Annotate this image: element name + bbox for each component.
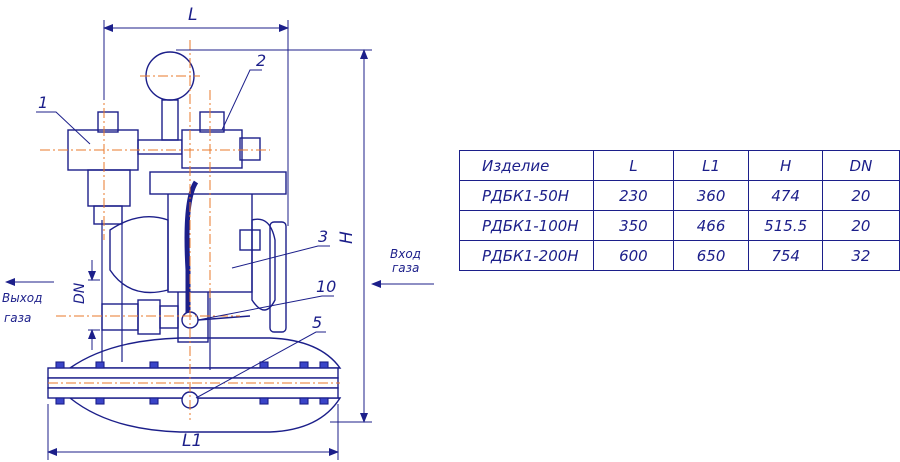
dimension-lines [47, 20, 372, 460]
cell-l1: 650 [672, 240, 750, 271]
cell-h: 474 [748, 180, 823, 211]
callout-2: 2 [256, 51, 266, 70]
callout-5: 5 [312, 313, 322, 332]
dim-dn: DN [72, 282, 88, 304]
cell-product: РДБК1-200Н [458, 240, 595, 271]
cell-product: РДБК1-50Н [458, 180, 595, 211]
cell-l: 600 [593, 240, 674, 271]
cell-dn: 20 [821, 180, 900, 211]
header-h: H [748, 150, 823, 181]
center-lines [40, 40, 340, 420]
spec-table: Изделие L L1 H DN РДБК1-50Н 230 360 474 … [458, 150, 900, 271]
impulse-tube [184, 180, 199, 320]
cell-dn: 20 [821, 210, 900, 241]
header-dn: DN [821, 150, 900, 181]
cell-h: 754 [748, 240, 823, 271]
header-l: L [593, 150, 674, 181]
cell-dn: 32 [821, 240, 900, 271]
callout-3: 3 [318, 227, 328, 246]
cell-l: 230 [593, 180, 674, 211]
outlet-label-line2: газа [4, 311, 31, 325]
callout-1: 1 [38, 93, 48, 112]
valve-10 [181, 311, 251, 329]
dim-l: L [188, 5, 197, 25]
outlet-label-line1: Выход [2, 291, 42, 305]
dim-h: H [337, 231, 357, 244]
header-product: Изделие [458, 150, 595, 181]
outlet-fitting [101, 299, 179, 335]
table-row: РДБК1-200Н 600 650 754 32 [458, 240, 900, 271]
cell-l1: 466 [672, 210, 750, 241]
inlet-label-line2: газа [392, 261, 419, 275]
cell-product: РДБК1-100Н [458, 210, 595, 241]
dim-l1: L1 [182, 431, 202, 451]
table-row: РДБК1-100Н 350 466 515.5 20 [458, 210, 900, 241]
callout-10: 10 [316, 277, 336, 296]
housing-bolts [55, 361, 329, 405]
table-header-row: Изделие L L1 H DN [458, 150, 900, 181]
table-row: РДБК1-50Н 230 360 474 20 [458, 180, 900, 211]
inlet-label-line1: Вход [390, 247, 421, 261]
cell-l1: 360 [672, 180, 750, 211]
diaphragm-housing [47, 337, 342, 433]
cell-h: 515.5 [748, 210, 823, 241]
leader-lines [36, 69, 334, 399]
cell-l: 350 [593, 210, 674, 241]
header-l1: L1 [672, 150, 750, 181]
